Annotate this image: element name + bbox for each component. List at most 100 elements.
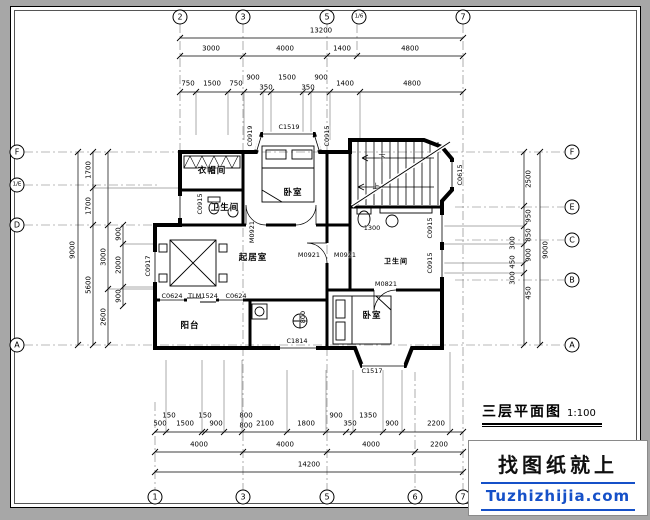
dim-bottom-minor: 900 (209, 419, 223, 428)
dim-top-minor: 350 (259, 83, 273, 92)
window-code-c0915: C0915 (195, 193, 204, 215)
window-code-c1517: C1517 (361, 366, 383, 375)
room-label-bedroom-bottom: 卧室 (362, 310, 382, 321)
dim-right-inner: 2500 (524, 170, 533, 188)
dim-bottom-minor: 2200 (427, 419, 445, 428)
axis-bottom-3: 3 (235, 489, 251, 505)
dim-left-mid: 1700 (84, 197, 93, 215)
axis-right-c: C (564, 232, 580, 248)
dim-right-minor: 450 (508, 255, 517, 269)
axis-label: D (13, 220, 21, 229)
window-code-c1814: C1814 (286, 336, 308, 345)
title-underline-thick (482, 423, 602, 425)
dim-top-minor: 1400 (336, 79, 354, 88)
dim-bottom-minor: 350 (343, 419, 357, 428)
axis-label: F (14, 147, 20, 156)
dim-right-inner: 950 (524, 209, 533, 223)
room-label-bath-left: 卫生间 (210, 202, 240, 213)
door-code-m0921: M0921 (333, 250, 357, 259)
bath-left-fixtures (207, 196, 239, 218)
dim-top-major: 3000 (202, 44, 220, 53)
axis-label: 7 (460, 12, 466, 21)
axis-label: E (569, 202, 575, 211)
watermark-site-link[interactable]: Tuzhizhijia.com (485, 487, 631, 505)
dim-bottom-major: 2200 (430, 440, 448, 449)
dim-left-minor: 2000 (114, 256, 123, 274)
dim-left-minor: 900 (114, 227, 123, 241)
axis-top-1-6: 1/6 (351, 9, 367, 25)
door-code-m0921: M0921 (297, 250, 321, 259)
axis-label: 3 (240, 12, 246, 21)
title-text: 三层平面图 (482, 404, 562, 420)
stairs-up-label: 上 (372, 182, 380, 191)
axis-top-5: 5 (319, 9, 335, 25)
axis-label: F (569, 147, 575, 156)
dim-top-minor: 4800 (403, 79, 421, 88)
dim-bottom-minor: 500 (153, 419, 167, 428)
window-code-c0615: C0615 (455, 164, 464, 186)
axis-label: 1 (152, 492, 158, 501)
window-code-c0919: C0919 (245, 125, 254, 147)
dim-right-inner: 450 (524, 286, 533, 300)
dim-bottom-minor: 800 (239, 411, 253, 420)
dim-800: 800 (298, 310, 307, 324)
axis-label: A (14, 340, 20, 349)
dim-bottom-major: 4000 (276, 440, 294, 449)
dim-top-minor: 750 (229, 79, 243, 88)
window-code-c0624: C0624 (225, 291, 247, 300)
room-label-balcony: 阳台 (180, 320, 200, 331)
dim-bottom-minor: 1500 (176, 419, 194, 428)
axis-top-2: 2 (172, 9, 188, 25)
dim-top-minor: 750 (181, 79, 195, 88)
dim-left-mid: 1700 (84, 161, 93, 179)
room-label-cloakroom: 衣帽间 (197, 165, 227, 176)
room-label-bedroom-top: 卧室 (283, 187, 303, 198)
dim-bottom-major: 4000 (362, 440, 380, 449)
watermark-rule-top (481, 482, 635, 484)
window-code-c1519: C1519 (278, 122, 300, 131)
dim-right-minor: 300 (508, 236, 517, 250)
dim-1300: 1300 (363, 223, 381, 232)
axis-label: C (569, 235, 575, 244)
window-code-c0915: C0915 (425, 252, 434, 274)
dim-top-minor: 1500 (203, 79, 221, 88)
axis-label: 1/6 (354, 13, 364, 20)
title-scale: 1:100 (567, 408, 596, 419)
dim-bottom-minor: 150 (162, 411, 176, 420)
dim-right-inner: 850 (524, 228, 533, 242)
axis-right-f: F (564, 144, 580, 160)
grid-lines (24, 24, 564, 490)
axis-label: 5 (324, 12, 330, 21)
dim-top-major: 4000 (276, 44, 294, 53)
axis-label: 6 (412, 492, 418, 501)
stairs-down-label: 下 (378, 153, 386, 162)
door-code-tlm1524: TLM1524 (188, 291, 218, 300)
dim-bottom-minor: 150 (198, 411, 212, 420)
dim-top-minor: 900 (314, 73, 328, 82)
dim-bottom-minor: 2100 (256, 419, 274, 428)
axis-bottom-6: 6 (407, 489, 423, 505)
axis-right-e: E (564, 199, 580, 215)
axis-left-d: D (9, 217, 25, 233)
dimension-lines (74, 34, 544, 476)
windows (152, 131, 455, 369)
axis-left-a: A (9, 337, 25, 353)
axis-right-a: A (564, 337, 580, 353)
washer (251, 303, 268, 320)
door-code-m0921: M0921 (247, 220, 256, 244)
dim-bottom-minor: 900 (385, 419, 399, 428)
axis-label: B (569, 275, 575, 284)
dim-bottom-minor: 1350 (359, 411, 377, 420)
dim-top-major: 1400 (333, 44, 351, 53)
window-code-c0915: C0915 (322, 125, 331, 147)
stairs (350, 140, 452, 208)
dim-top-minor: 350 (301, 83, 315, 92)
furniture (158, 145, 433, 345)
plant (292, 313, 308, 329)
window-code-c0624: C0624 (161, 291, 183, 300)
dim-top-minor: 1500 (278, 73, 296, 82)
dim-bottom-minor: 900 (329, 411, 343, 420)
axis-label: 1/E (12, 181, 22, 188)
